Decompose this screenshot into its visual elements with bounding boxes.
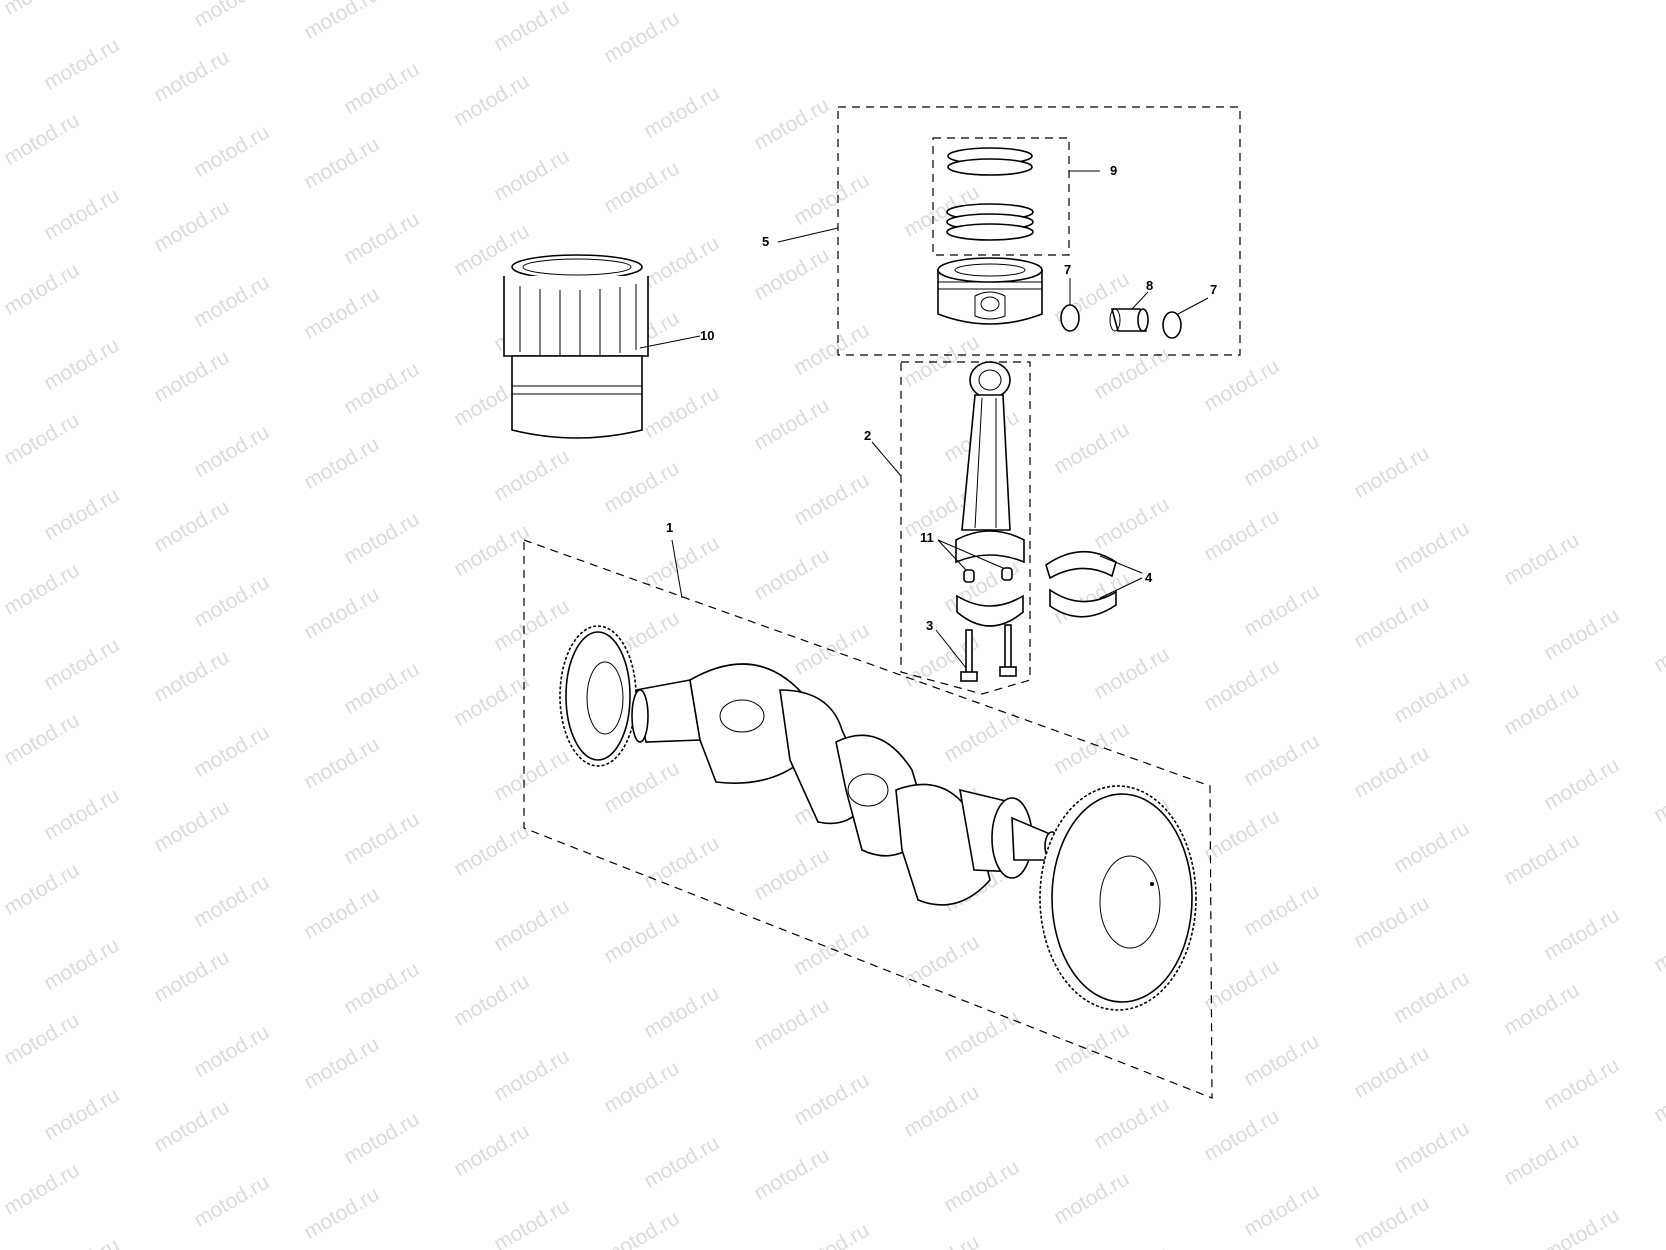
con-rod-bolts (960, 624, 1017, 682)
circlip-left (1060, 304, 1080, 332)
piston-rings (946, 147, 1034, 241)
piston (937, 257, 1043, 325)
callout-5: 5 (762, 234, 769, 249)
dowel-left (963, 569, 975, 583)
crankshaft-dashed-box (523, 539, 1213, 1099)
con-rod-dashed-box (900, 361, 1031, 695)
cylinder-liner (503, 254, 701, 439)
callout-1: 1 (666, 520, 673, 535)
piston-assembly-dashed-box (837, 106, 1241, 356)
callout-8: 8 (1146, 278, 1153, 293)
piston-pin (1109, 308, 1149, 332)
bearing-shells (1045, 550, 1143, 618)
crankshaft-group (523, 539, 1213, 1099)
circlip-right (1162, 311, 1182, 339)
crankshaft (631, 663, 1060, 906)
front-timing-gear (559, 625, 637, 767)
dowel-right (1001, 567, 1013, 581)
flywheel-gear (1039, 785, 1197, 1011)
callout-11: 11 (920, 530, 934, 545)
connecting-rod-group (871, 361, 1031, 695)
callout-7-right: 7 (1210, 282, 1217, 297)
callout-9: 9 (1110, 163, 1117, 178)
callout-2: 2 (864, 428, 871, 443)
piston-assembly-group (777, 106, 1241, 356)
callout-labels: 1 2 3 4 5 7 7 8 9 10 11 (666, 163, 1217, 633)
callout-3: 3 (926, 618, 933, 633)
callout-4: 4 (1145, 570, 1153, 585)
callout-7-left: 7 (1064, 262, 1071, 277)
connecting-rod (955, 361, 1025, 564)
con-rod-cap (956, 594, 1024, 627)
callout-10: 10 (700, 328, 714, 343)
